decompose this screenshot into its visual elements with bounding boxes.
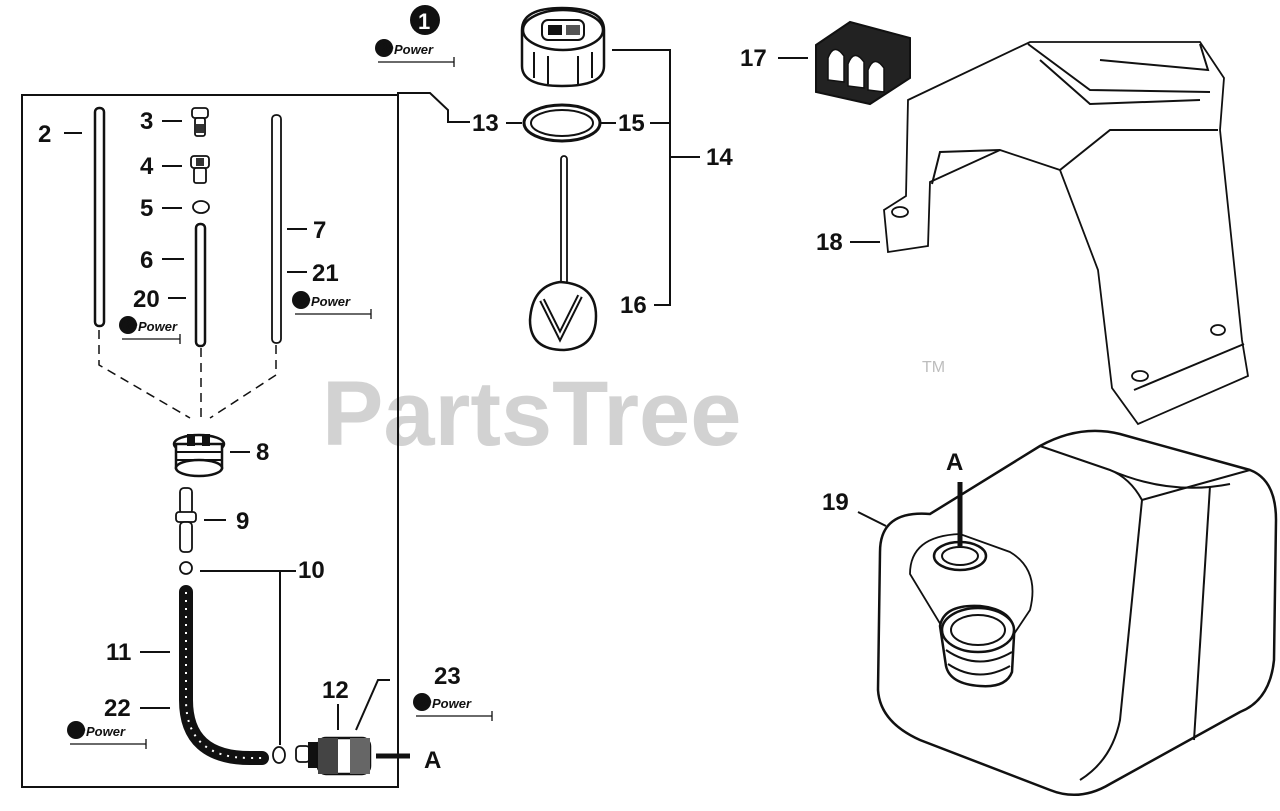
- callout-23: 23: [434, 663, 461, 690]
- repower-logo-20: Re Power: [119, 316, 181, 344]
- callout-16: 16: [620, 292, 647, 319]
- repower-power-text: Power: [394, 42, 434, 57]
- callout-6: 6: [140, 247, 153, 274]
- callout-10: 10: [298, 557, 325, 584]
- callout-4: 4: [140, 153, 154, 180]
- repower-logo-icon: [292, 291, 310, 309]
- note-badge: 1: [410, 5, 440, 35]
- callout-a-filter: A: [424, 747, 441, 774]
- part-7-vent-tube: [271, 114, 282, 344]
- part-12-fuel-filter: [295, 736, 372, 776]
- callout-2: 2: [38, 121, 51, 148]
- part-6-tube: [194, 222, 207, 348]
- repower-logo-top: Re Power: [375, 39, 455, 67]
- callout-15: 15: [618, 110, 645, 137]
- callout-19: 19: [822, 489, 849, 516]
- repower-power-text: Power: [86, 724, 126, 739]
- callout-a-tank: A: [946, 449, 963, 476]
- part-5-o-ring: [192, 200, 210, 214]
- repower-logo-icon: [119, 316, 137, 334]
- repower-logo-icon: [375, 39, 393, 57]
- note-badge-number: 1: [418, 9, 430, 34]
- callout-5: 5: [140, 195, 153, 222]
- callout-9: 9: [236, 508, 249, 535]
- part-16-dipstick: [528, 155, 598, 352]
- part-14-fuel-cap: [520, 6, 606, 88]
- repower-re-text: Re: [294, 292, 311, 307]
- part-3-fitting: [191, 107, 209, 137]
- repower-logo-icon: [67, 721, 85, 739]
- callout-17: 17: [740, 45, 767, 72]
- part-18-tank-bracket: [883, 41, 1250, 426]
- repower-power-text: Power: [432, 696, 472, 711]
- part-4-fitting: [190, 155, 210, 184]
- repower-logo-23: Re Power: [413, 693, 493, 721]
- part-17-rubber-pad: [815, 20, 911, 106]
- callout-14: 14: [706, 144, 733, 171]
- part-19-fuel-tank: [876, 429, 1278, 796]
- kit-leader-line: [397, 92, 470, 123]
- part-10-clamp-top: [179, 561, 193, 575]
- callout-22: 22: [104, 695, 131, 722]
- repower-power-text: Power: [138, 319, 178, 334]
- callout-3: 3: [140, 108, 153, 135]
- repower-logo-21: Power Re: [292, 291, 372, 319]
- repower-re-text: Re: [121, 317, 138, 332]
- part-8-grommet: [172, 433, 226, 478]
- watermark-trademark: TM: [922, 359, 945, 376]
- callout-7: 7: [313, 217, 326, 244]
- repower-logo-22: Re Power: [67, 721, 147, 749]
- callout-8: 8: [256, 439, 269, 466]
- part-9-barb-fitting: [175, 487, 197, 553]
- repower-logo-icon: [413, 693, 431, 711]
- guide-line-7: [209, 345, 277, 419]
- callout-18: 18: [816, 229, 843, 256]
- callout-13: 13: [472, 110, 499, 137]
- guide-line-2: [98, 330, 191, 419]
- kit-outline-box: [21, 94, 399, 788]
- part-15-gasket: [522, 103, 602, 143]
- callout-12: 12: [322, 677, 349, 704]
- watermark-text: PartsTree: [322, 363, 741, 465]
- part-10-clamp-bottom: [272, 746, 286, 764]
- part-11-fuel-line: [179, 585, 269, 765]
- callout-21: 21: [312, 260, 339, 287]
- cap-bracket-line: [612, 49, 671, 306]
- callout-20: 20: [133, 286, 160, 313]
- repower-power-text: Power: [311, 294, 351, 309]
- repower-re-text: Re: [69, 722, 86, 737]
- repower-re-text: Re: [377, 40, 394, 55]
- part-2-pickup-tube: [93, 106, 106, 328]
- callout-11: 11: [106, 639, 131, 666]
- repower-re-text: Re: [415, 694, 432, 709]
